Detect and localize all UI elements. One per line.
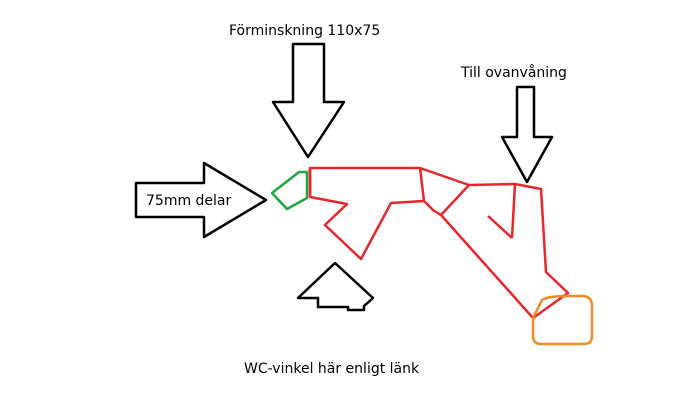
pipe-joint-1 <box>418 167 426 202</box>
label-wc-bend: WC-vinkel här enligt länk <box>244 361 420 377</box>
pipe-joint-2 <box>440 184 470 216</box>
bend-fitting <box>531 294 594 346</box>
arrow-down-reducer <box>271 42 346 159</box>
arrow-down-upper-floor <box>500 85 554 184</box>
arrow-right-75mm <box>134 161 268 239</box>
pipe-joint-3 <box>510 183 517 239</box>
pipe-joint-4 <box>487 215 513 239</box>
label-75mm-parts: 75mm delar <box>146 193 232 209</box>
reducer-fitting <box>270 170 309 211</box>
label-upper-floor: Till ovanvåning <box>461 65 567 81</box>
label-reducer: Förminskning 110x75 <box>229 23 381 39</box>
arrow-up-wc <box>296 261 375 312</box>
